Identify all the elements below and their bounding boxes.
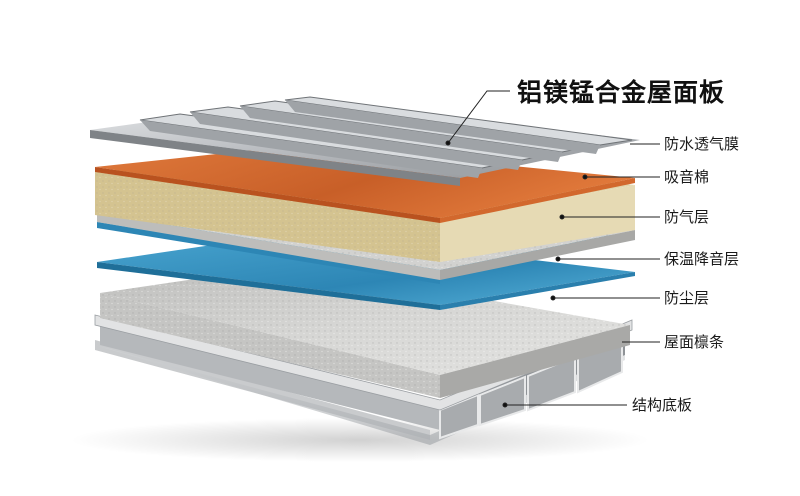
label-dust-layer: 防尘层 [664,289,710,307]
label-insulation-sound-layer: 保温降音层 [664,250,740,268]
label-acoustic-cotton: 吸音棉 [664,168,710,186]
ground-shadow [70,418,650,462]
diagram-title: 铝镁锰合金屋面板 [517,78,726,107]
label-waterproof-membrane: 防水透气膜 [664,135,740,153]
waterproof-membrane-layer [95,145,635,223]
leader-lines [445,90,660,408]
label-roof-purlin: 屋面檩条 [664,333,725,351]
label-vapor-barrier: 防气层 [664,208,710,226]
label-structural-base: 结构底板 [632,396,693,414]
roof-purlin-layer [100,265,630,398]
roof-panel-layer [90,96,640,186]
